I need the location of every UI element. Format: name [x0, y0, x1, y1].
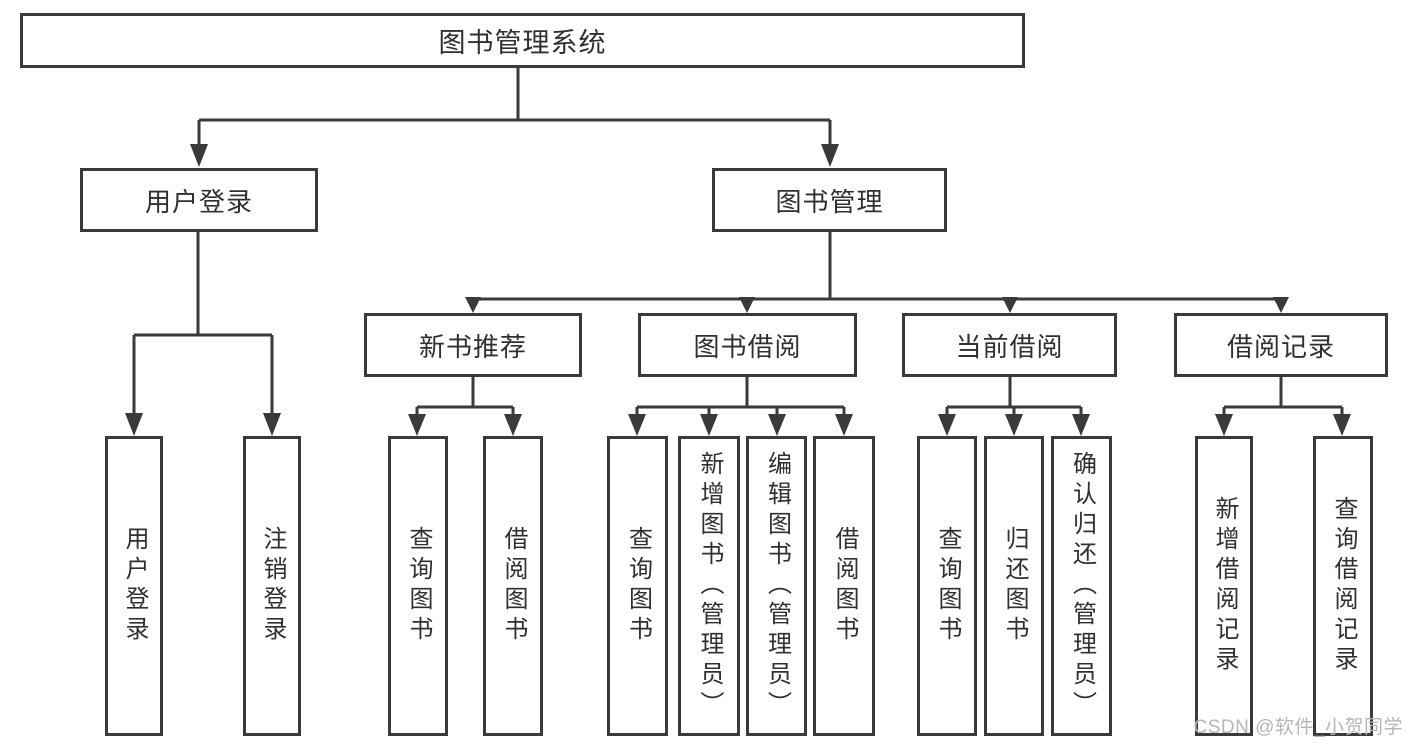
- node-user-login-label: 用户登录: [144, 186, 253, 217]
- node-current-borrow: 当前借阅: [902, 313, 1117, 377]
- node-borrow-records: 借阅记录: [1174, 313, 1388, 377]
- leaf-logout-label: 注销登录: [259, 526, 286, 646]
- connector-book-borrow: [628, 376, 853, 436]
- leaf-confirm-return-admin: 确认归还（管理员）: [1051, 436, 1112, 736]
- leaf-return-books-label: 归还图书: [1001, 526, 1028, 646]
- leaf-query-books-recommend-label: 查询图书: [405, 526, 432, 646]
- leaf-query-books-current: 查询图书: [917, 436, 977, 736]
- node-current-borrow-label: 当前借阅: [955, 331, 1064, 362]
- leaf-add-books-admin-label: 新增图书（管理员）: [696, 451, 723, 721]
- leaf-edit-books-admin: 编辑图书（管理员）: [746, 436, 807, 736]
- leaf-add-books-admin: 新增图书（管理员）: [678, 436, 740, 736]
- leaf-query-books-recommend: 查询图书: [388, 436, 448, 736]
- leaf-edit-books-admin-label: 编辑图书（管理员）: [763, 451, 791, 721]
- node-book-borrow-label: 图书借阅: [693, 331, 802, 362]
- connector-new-book: [408, 376, 522, 436]
- watermark: CSDN @软件_小贺同学: [1193, 717, 1403, 738]
- connector-book-mgmt: [465, 232, 1289, 313]
- node-user-login: 用户登录: [80, 168, 318, 232]
- connector-borrow-records: [1215, 376, 1351, 436]
- leaf-confirm-return-admin-label: 确认归还（管理员）: [1068, 451, 1096, 721]
- node-book-mgmt-label: 图书管理: [775, 186, 884, 217]
- connector-current-borrow: [938, 376, 1090, 436]
- node-book-borrow: 图书借阅: [638, 313, 857, 377]
- leaf-query-borrow-record: 查询借阅记录: [1313, 436, 1373, 736]
- node-borrow-records-label: 借阅记录: [1226, 331, 1335, 362]
- connector-root-to-level2: [190, 68, 839, 167]
- leaf-return-books: 归还图书: [984, 436, 1044, 736]
- leaf-borrow-books-recommend: 借阅图书: [483, 436, 543, 736]
- connector-user-login: [125, 232, 281, 436]
- leaf-logout: 注销登录: [243, 436, 301, 736]
- leaf-user-login: 用户登录: [105, 436, 163, 736]
- leaf-add-borrow-record: 新增借阅记录: [1195, 436, 1253, 736]
- node-new-book-recommend: 新书推荐: [364, 313, 582, 377]
- leaf-query-books-borrow-label: 查询图书: [624, 526, 652, 646]
- leaf-borrow-books: 借阅图书: [813, 436, 875, 736]
- node-book-mgmt: 图书管理: [712, 168, 947, 232]
- leaf-query-borrow-record-label: 查询借阅记录: [1330, 496, 1357, 676]
- node-library-system: 图书管理系统: [20, 13, 1025, 68]
- leaf-query-books-current-label: 查询图书: [934, 526, 961, 646]
- leaf-add-borrow-record-label: 新增借阅记录: [1211, 496, 1238, 676]
- leaf-borrow-books-label: 借阅图书: [831, 526, 858, 646]
- node-library-system-label: 图书管理系统: [438, 28, 607, 58]
- leaf-borrow-books-recommend-label: 借阅图书: [500, 526, 527, 646]
- node-new-book-recommend-label: 新书推荐: [418, 331, 527, 362]
- leaf-query-books-borrow: 查询图书: [607, 436, 668, 736]
- leaf-user-login-label: 用户登录: [121, 526, 148, 646]
